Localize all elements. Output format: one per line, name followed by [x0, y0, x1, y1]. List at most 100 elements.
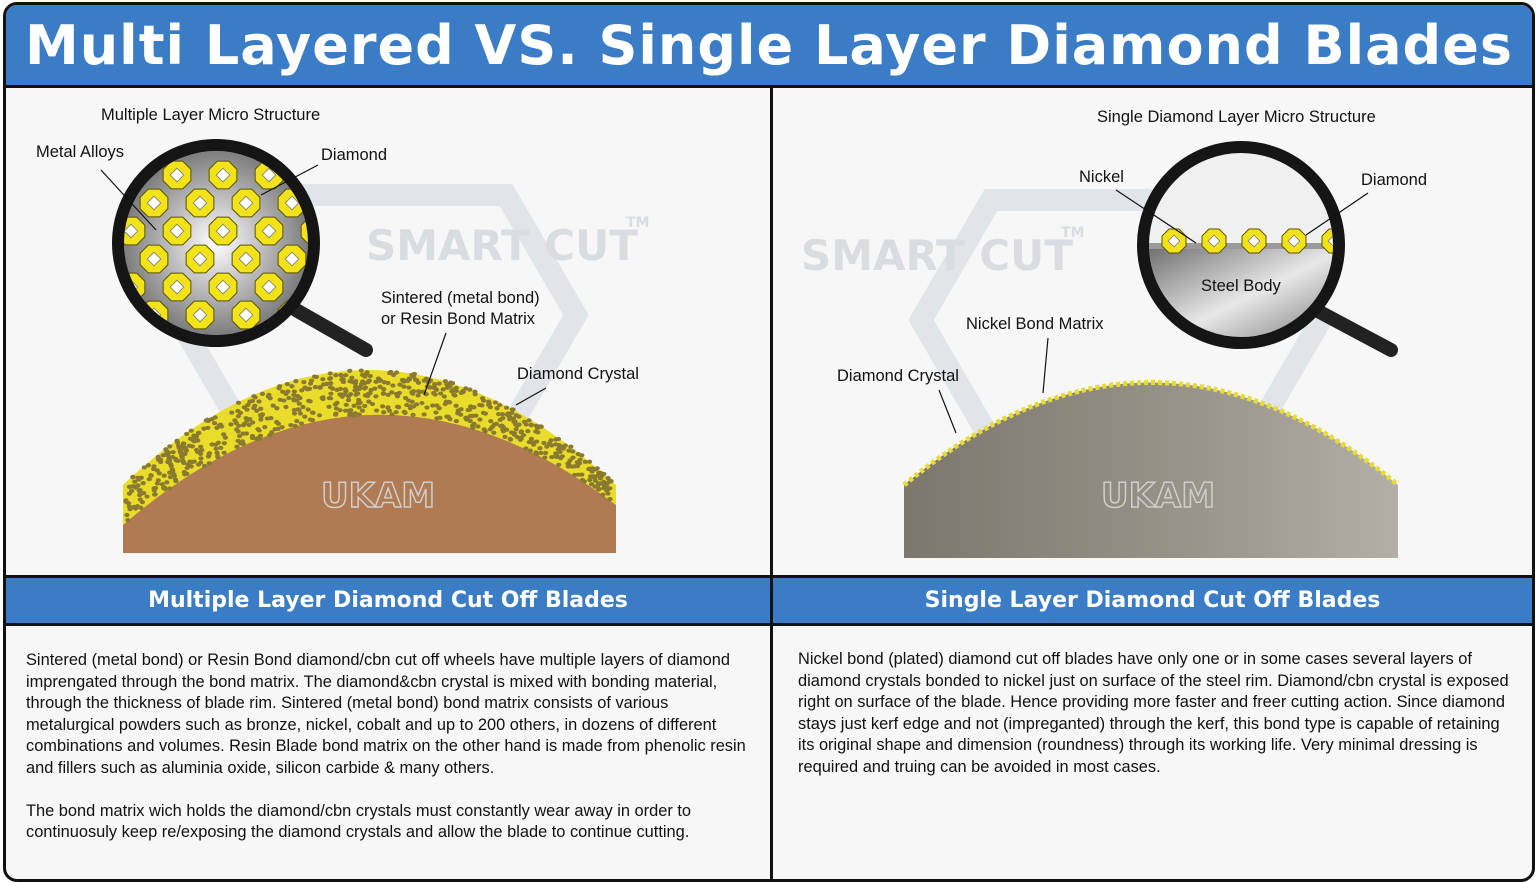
- diamond-grit-dot: [201, 463, 208, 469]
- diamond-grit-dot: [511, 432, 517, 437]
- diamond-grit-dot: [373, 408, 380, 413]
- diamond-grit-dot: [498, 423, 504, 429]
- diamond-grit-dot: [235, 414, 241, 419]
- diamond-grit-dot: [525, 429, 531, 434]
- diamond-grit-dot: [205, 454, 212, 459]
- diamond-grit-dot: [307, 399, 313, 404]
- diamond-grit-dot: [359, 408, 366, 413]
- diamond-grit-dot: [130, 475, 136, 480]
- diamond-grit-dot: [497, 402, 503, 408]
- diamond-grit-dot: [140, 481, 146, 486]
- diamond-grit-dot: [455, 411, 461, 416]
- diamond-grit-dot: [173, 478, 179, 484]
- diamond-grit-dot: [132, 485, 139, 490]
- diamond-grit-dot: [254, 408, 260, 413]
- diamond-grit-dot: [144, 494, 150, 499]
- right-heading-bar: Single Layer Diamond Cut Off Blades: [773, 575, 1532, 626]
- diamond-grit-dot: [567, 458, 573, 463]
- crystal-facet: [331, 308, 345, 322]
- diamond-grit-dot: [342, 408, 349, 413]
- right-diagram-title: Single Diamond Layer Micro Structure: [1097, 108, 1376, 126]
- diamond-grit-dot: [327, 385, 334, 390]
- diamond-grit-dot: [352, 388, 358, 393]
- diamond-grit-dot: [195, 462, 202, 467]
- diamond-grit-dot: [575, 452, 581, 457]
- diamond-grit-dot: [393, 410, 399, 415]
- crystal-facet: [215, 167, 231, 183]
- diamond-grit-dot: [352, 384, 359, 390]
- crystal-facet: [169, 167, 185, 183]
- diamond-grit-dot: [307, 381, 314, 386]
- crystal-facet: [192, 307, 208, 323]
- diamond-grit-dot: [357, 400, 363, 405]
- diamond-grit-dot: [222, 435, 228, 440]
- diamond-grit-dot: [389, 412, 395, 417]
- diamond-grit-dot: [188, 428, 194, 433]
- diamond-grit-dot: [453, 388, 459, 394]
- diamond-grit-dot: [167, 470, 173, 475]
- diamond-grit-dot: [491, 430, 497, 435]
- diamond-grit-dot: [184, 471, 190, 476]
- label-diamond-left: Diamond: [321, 146, 387, 164]
- diamond-grit-dot: [167, 444, 173, 449]
- right-description: Nickel bond (plated) diamond cut off bla…: [798, 649, 1520, 800]
- diamond-grit-dot: [170, 450, 176, 455]
- diamond-grit-dot: [291, 397, 297, 402]
- diamond-grit-dot: [332, 402, 338, 407]
- diamond-grit-dot: [309, 410, 316, 415]
- diamond-grit-dot: [438, 391, 444, 396]
- diamond-grit-dot: [193, 433, 200, 439]
- diamond-grit-dot: [218, 445, 224, 450]
- diamond-grit-dot: [237, 433, 243, 439]
- diamond-grit-dot: [228, 422, 234, 427]
- svg-text:SMART CUT: SMART CUT: [366, 221, 638, 270]
- crystal-facet: [1207, 234, 1221, 248]
- diamond-grit-dot: [357, 384, 363, 390]
- diamond-grit-dot: [267, 433, 273, 438]
- diamond-grit-dot: [523, 446, 529, 451]
- diamond-grit-dot: [251, 394, 257, 399]
- diamond-grit-dot: [388, 369, 394, 375]
- diamond-grit-dot: [206, 461, 212, 466]
- diamond-grit-dot: [572, 472, 578, 478]
- diamond-grit-dot: [537, 446, 543, 451]
- crystal-facet: [1287, 234, 1301, 248]
- smart-cut-watermark-right: SMART CUT TM: [801, 225, 1084, 280]
- diamond-grit-dot: [593, 467, 599, 472]
- crystal-facet: [307, 167, 308, 183]
- diamond-grit-dot: [373, 394, 379, 399]
- crystal-facet: [124, 223, 139, 239]
- diamond-grit-dot: [167, 475, 174, 480]
- diamond-grit-dot: [548, 438, 554, 443]
- diamond-grit-dot: [279, 425, 285, 430]
- diamond-grit-dot: [496, 411, 502, 417]
- diamond-grit-dot: [552, 442, 559, 447]
- diamond-grit-dot: [406, 398, 412, 403]
- diamond-grit-dot: [401, 378, 407, 383]
- label-matrix-line2: or Resin Bond Matrix: [381, 310, 536, 328]
- diamond-grit-dot: [249, 435, 256, 441]
- diamond-grit-dot: [161, 485, 167, 491]
- diamond-grit-dot: [377, 384, 383, 389]
- diamond-grit-dot: [283, 404, 289, 410]
- diamond-grit-dot: [246, 422, 252, 427]
- svg-text:TM: TM: [1061, 225, 1084, 241]
- diamond-grit-dot: [558, 456, 564, 461]
- diamond-grit-dot: [301, 379, 307, 385]
- diamond-grit-dot: [197, 449, 203, 454]
- diamond-grit-dot: [160, 453, 166, 458]
- diamond-grit-dot: [570, 449, 576, 454]
- diamond-grit-dot: [576, 461, 583, 466]
- diamond-grit-dot: [123, 498, 129, 503]
- diamond-grit-dot: [302, 414, 308, 419]
- diamond-grit-dot: [125, 517, 131, 523]
- diamond-grit-dot: [419, 400, 425, 406]
- diamond-grit-dot: [205, 425, 211, 430]
- diamond-grit-dot: [328, 381, 334, 386]
- diamond-grit-dot: [291, 389, 297, 394]
- diamond-grit-dot: [327, 371, 333, 376]
- diamond-grit-dot: [372, 386, 378, 391]
- diamond-grit-dot: [212, 415, 218, 420]
- diamond-grit-dot: [324, 381, 330, 386]
- single-layer-blade: UKAM: [902, 380, 1400, 558]
